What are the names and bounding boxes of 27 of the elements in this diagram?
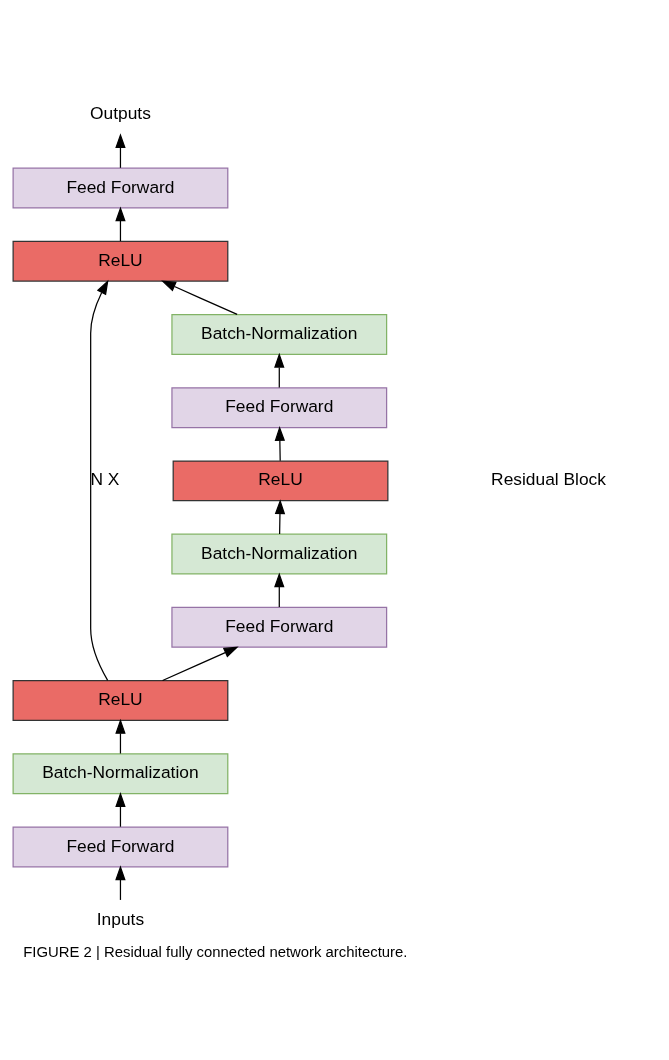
arrow — [90, 279, 109, 681]
node-box: Batch-Normalization — [12, 752, 229, 794]
arrow — [115, 205, 126, 242]
arrow — [115, 864, 126, 901]
node-box: ReLU — [172, 459, 389, 501]
arrow — [274, 425, 286, 461]
node-text: Outputs — [90, 102, 151, 123]
arrow — [274, 498, 286, 534]
node-box: Batch-Normalization — [171, 313, 388, 355]
arrow — [274, 571, 285, 608]
node-box: ReLU — [12, 240, 229, 282]
node-box: Feed Forward — [171, 386, 388, 428]
arrow — [162, 646, 239, 681]
edge-label: N X — [90, 468, 120, 489]
arrow — [115, 791, 126, 827]
arrow — [161, 280, 238, 315]
arrow — [115, 132, 126, 168]
caption: FIGURE 2 | Residual fully connected network architecture. — [23, 943, 408, 960]
node-box: ReLU — [12, 679, 229, 721]
node-box: Feed Forward — [12, 825, 229, 867]
node-box: Feed Forward — [171, 606, 388, 648]
node-text: Inputs — [96, 908, 145, 929]
node-box: Batch-Normalization — [171, 533, 388, 575]
label: Residual Block — [491, 468, 606, 489]
arrow — [274, 352, 285, 388]
node-box: Feed Forward — [12, 167, 229, 208]
arrow — [115, 718, 126, 754]
